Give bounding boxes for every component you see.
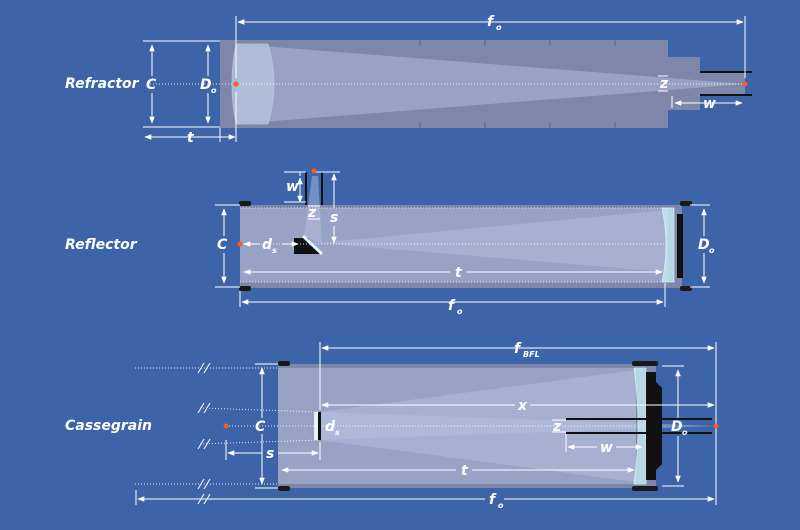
refractor-diagram: Refractor C D o t bbox=[65, 14, 752, 146]
reflector-diverted-beam bbox=[304, 176, 322, 244]
reflector-title: Reflector bbox=[65, 237, 138, 253]
reflector-incoming-light bbox=[240, 208, 668, 282]
cassegrain-D-subscript: o bbox=[682, 428, 688, 437]
cassegrain-s-label: s bbox=[266, 446, 274, 462]
cassegrain-secondary-holder bbox=[318, 412, 321, 440]
cassegrain-rim-tl bbox=[278, 361, 290, 366]
reflector-D-label: D bbox=[698, 237, 710, 253]
reflector-rim-tl bbox=[239, 201, 251, 206]
cassegrain-f-label: f bbox=[489, 492, 497, 508]
reflector-w-label: w bbox=[286, 179, 299, 195]
cassegrain-virtual-focus-dot bbox=[223, 423, 229, 429]
reflector-D-subscript: o bbox=[709, 246, 715, 255]
refractor-objective-center-dot bbox=[233, 81, 239, 87]
reflector-rim-br bbox=[680, 286, 692, 291]
cassegrain-primary-mirror bbox=[633, 367, 647, 485]
refractor-focal-point bbox=[742, 81, 748, 87]
cassegrain-focal-point bbox=[713, 423, 719, 429]
cassegrain-D-label: D bbox=[671, 419, 683, 435]
cassegrain-rim-bl bbox=[278, 486, 290, 491]
cassegrain-x-label: x bbox=[517, 398, 528, 414]
refractor-f-label: f bbox=[487, 14, 495, 30]
refractor-z-label: z bbox=[659, 76, 669, 92]
refractor-D-label: D bbox=[200, 77, 212, 93]
refractor-light-cone bbox=[236, 44, 745, 124]
cassegrain-diagram: Cassegrain bbox=[65, 341, 719, 510]
cassegrain-mirror-cell bbox=[646, 372, 662, 480]
reflector-rim-bl bbox=[239, 286, 251, 291]
reflector-s-label: s bbox=[330, 210, 338, 226]
refractor-tube bbox=[220, 40, 745, 128]
cassegrain-C-label: C bbox=[255, 419, 266, 435]
refractor-title: Refractor bbox=[65, 76, 140, 92]
reflector-z-label: z bbox=[307, 205, 317, 221]
reflector-f-label: f bbox=[448, 298, 456, 314]
reflector-secondary-mirror bbox=[301, 234, 324, 256]
reflector-secondary-holder bbox=[294, 238, 320, 254]
cassegrain-break-marks bbox=[197, 362, 211, 505]
cassegrain-z-label: z bbox=[552, 419, 562, 435]
refractor-tube-segments bbox=[419, 40, 616, 128]
cassegrain-fbfl-subscript: BFL bbox=[523, 350, 540, 359]
reflector-ds-subscript: s bbox=[272, 246, 277, 255]
reflector-f-subscript: o bbox=[457, 307, 463, 316]
reflector-ds-label: d bbox=[262, 237, 273, 253]
cassegrain-rim-br bbox=[632, 486, 658, 491]
reflector-converging-cone bbox=[318, 210, 668, 272]
reflector-mirror-cell bbox=[677, 214, 683, 278]
reflector-C-label: C bbox=[217, 237, 228, 253]
cassegrain-rim-tr bbox=[632, 361, 658, 366]
refractor-w-label: w bbox=[703, 96, 716, 112]
cassegrain-f-subscript: o bbox=[498, 501, 504, 510]
reflector-tube-end-dot bbox=[237, 241, 243, 247]
cassegrain-inner-bottom-dots bbox=[199, 439, 321, 445]
reflector-diagram: Reflector C d s bbox=[65, 168, 715, 316]
cassegrain-t-label: t bbox=[461, 463, 469, 479]
refractor-C-label: C bbox=[146, 77, 157, 93]
cassegrain-inner-top-dots bbox=[199, 407, 321, 413]
reflector-primary-mirror bbox=[661, 207, 675, 283]
refractor-f-subscript: o bbox=[496, 23, 502, 32]
refractor-t-label: t bbox=[187, 130, 195, 146]
cassegrain-ds-subscript: s bbox=[335, 428, 340, 437]
cassegrain-title: Cassegrain bbox=[65, 418, 152, 434]
refractor-D-subscript: o bbox=[211, 86, 217, 95]
cassegrain-fbfl-label: f bbox=[514, 341, 522, 357]
cassegrain-w-label: w bbox=[600, 440, 613, 456]
cassegrain-ds-label: d bbox=[325, 419, 336, 435]
reflector-focal-point bbox=[311, 168, 317, 174]
reflector-rim-tr bbox=[680, 201, 692, 206]
cassegrain-secondary-mirror bbox=[314, 412, 318, 440]
reflector-t-label: t bbox=[455, 265, 463, 281]
